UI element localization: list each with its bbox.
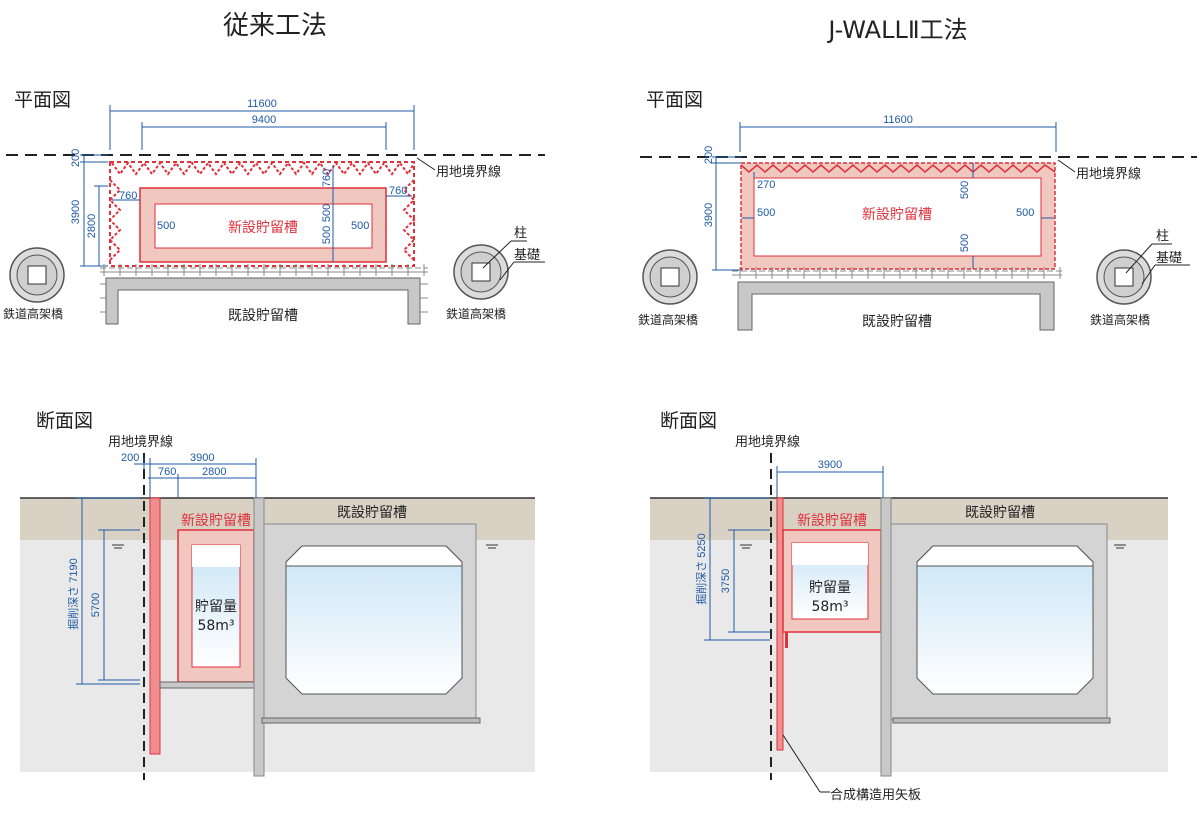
dim-500-r-d: 500 bbox=[959, 234, 971, 252]
dim-11600: 11600 bbox=[247, 98, 277, 110]
viaduct-label-r-right: 鉄道高架橋 bbox=[1090, 312, 1150, 327]
dim-5700: 5700 bbox=[90, 593, 102, 617]
dim-200: 200 bbox=[70, 149, 82, 167]
dim-500-c: 500 bbox=[321, 204, 333, 222]
heading-conventional: 従来工法 bbox=[223, 11, 327, 41]
existing-tank-label: 既設貯留槽 bbox=[228, 308, 298, 324]
dim-500-b: 500 bbox=[351, 220, 369, 232]
dim-760-sec: 760 bbox=[158, 466, 176, 478]
column-label: 柱 bbox=[514, 226, 527, 241]
sheet-pile-label: 合成構造用矢板 bbox=[830, 788, 921, 803]
volume-label: 58m³ bbox=[197, 618, 234, 634]
sheet-pile bbox=[776, 497, 784, 751]
boundary-label-sec-r: 用地境界線 bbox=[735, 434, 800, 450]
dim-760-a: 760 bbox=[119, 190, 137, 202]
new-tank-label-sec-r: 新設貯留槽 bbox=[797, 513, 867, 529]
dim-760-c: 760 bbox=[321, 169, 333, 187]
section-label-left: 断面図 bbox=[36, 410, 93, 432]
right-plan-view: 平面図 11600 200 3900 新設貯留槽 270 500 500 500… bbox=[638, 89, 1197, 331]
plan-label-right: 平面図 bbox=[646, 89, 703, 111]
depth-5250: 掘削深さ 5250 bbox=[694, 533, 708, 605]
section-label-right: 断面図 bbox=[660, 410, 717, 432]
left-section-view: 断面図 用地境界線 新設貯留槽 貯留量 58m³ 既設貯留槽 200 3900 … bbox=[20, 410, 535, 780]
dim-270: 270 bbox=[757, 179, 775, 191]
viaduct-label-right: 鉄道高架橋 bbox=[446, 306, 506, 321]
dim-9400: 9400 bbox=[252, 114, 276, 126]
viaduct-column-r-left bbox=[642, 249, 698, 305]
existing-tank-plan-r bbox=[737, 281, 1055, 331]
volume-label-r: 58m³ bbox=[811, 599, 848, 615]
heading-jwall: J-WALLⅡ工法 bbox=[826, 16, 967, 44]
dim-2800: 2800 bbox=[86, 214, 98, 238]
existing-tank-label-sec-r: 既設貯留槽 bbox=[965, 505, 1035, 521]
retaining-wall-section bbox=[149, 497, 161, 755]
viaduct-column-right bbox=[453, 244, 509, 300]
viaduct-label-r-left: 鉄道高架橋 bbox=[638, 312, 698, 327]
boundary-label: 用地境界線 bbox=[436, 164, 501, 180]
dim-3900: 3900 bbox=[70, 200, 82, 224]
viaduct-column-r-right bbox=[1096, 249, 1152, 305]
dim-2800-sec: 2800 bbox=[202, 466, 226, 478]
dim-3900-r: 3900 bbox=[703, 203, 715, 227]
viaduct-label-left: 鉄道高架橋 bbox=[3, 306, 63, 321]
boundary-label-sec: 用地境界線 bbox=[108, 434, 173, 450]
foundation-label: 基礎 bbox=[514, 248, 540, 263]
dim-760-b: 760 bbox=[389, 185, 407, 197]
existing-tank-label-sec: 既設貯留槽 bbox=[337, 505, 407, 521]
foundation-label-r: 基礎 bbox=[1156, 251, 1182, 266]
plan-label-left: 平面図 bbox=[14, 89, 71, 111]
new-tank-label-sec: 新設貯留槽 bbox=[181, 513, 251, 529]
depth-7190: 掘削深さ 7190 bbox=[66, 558, 80, 630]
new-tank-label: 新設貯留槽 bbox=[228, 220, 298, 236]
dim-500-r-c: 500 bbox=[959, 181, 971, 199]
dim-3900-sec-r: 3900 bbox=[818, 459, 842, 471]
dim-500-r-b: 500 bbox=[1016, 207, 1034, 219]
storage-label: 貯留量 bbox=[195, 599, 237, 615]
existing-tank-plan bbox=[105, 277, 421, 325]
dim-200-r: 200 bbox=[703, 146, 715, 164]
dim-500-d: 500 bbox=[321, 226, 333, 244]
boundary-label-r: 用地境界線 bbox=[1076, 166, 1141, 182]
storage-label-r: 貯留量 bbox=[809, 580, 851, 596]
new-tank-label-r: 新設貯留槽 bbox=[862, 207, 932, 223]
dim-3750: 3750 bbox=[720, 569, 732, 593]
dim-11600-r: 11600 bbox=[883, 114, 913, 126]
dim-200-sec: 200 bbox=[121, 452, 139, 464]
viaduct-column-left bbox=[9, 247, 65, 303]
existing-tank-label-r: 既設貯留槽 bbox=[862, 314, 932, 330]
dim-3900-sec: 3900 bbox=[190, 452, 214, 464]
retaining-wall-outline bbox=[109, 161, 415, 267]
dim-500-a: 500 bbox=[157, 220, 175, 232]
dim-500-r-a: 500 bbox=[757, 207, 775, 219]
column-label-r: 柱 bbox=[1156, 229, 1169, 244]
left-plan-view: 平面図 11600 9400 200 3900 2800 新設貯留槽 760 7… bbox=[3, 89, 545, 325]
right-section-view: 断面図 用地境界線 新設貯留槽 貯留量 58m³ 既設貯留槽 3900 掘削深さ… bbox=[650, 410, 1168, 803]
